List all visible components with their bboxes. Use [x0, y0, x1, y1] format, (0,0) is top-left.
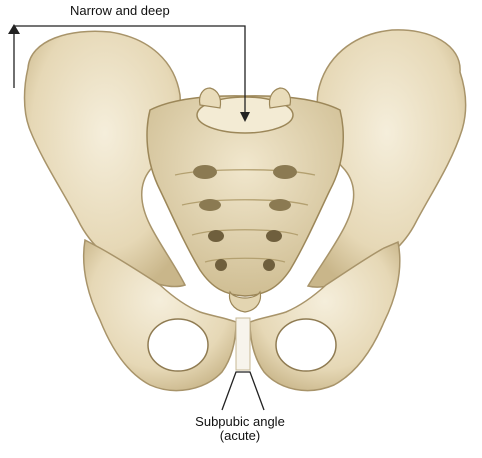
sacral-foramen [199, 199, 221, 211]
sacral-foramen [263, 259, 275, 271]
subpubic-angle-leader-line [222, 372, 264, 410]
sacral-foramen [273, 165, 297, 179]
pubic-symphysis [236, 318, 250, 370]
sacral-foramen [269, 199, 291, 211]
sacral-foramen [215, 259, 227, 271]
subpubic-angle-label: Subpubic angle (acute) [170, 415, 310, 443]
subpubic-angle-label-line2: (acute) [170, 429, 310, 443]
right-superior-articular-process [269, 88, 290, 108]
left-superior-articular-process [200, 88, 221, 108]
pelvic-inlet-label: Narrow and deep [70, 4, 170, 18]
left-obturator-foramen [148, 319, 208, 371]
subpubic-angle-label-line1: Subpubic angle [170, 415, 310, 429]
right-obturator-foramen [276, 319, 336, 371]
sacral-foramen [266, 230, 282, 242]
sacral-foramen [193, 165, 217, 179]
sacral-foramen [208, 230, 224, 242]
